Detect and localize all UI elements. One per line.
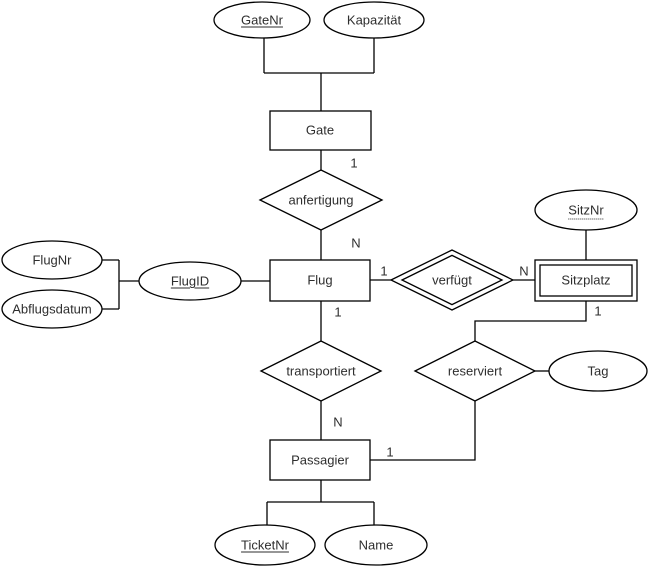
entity-passagier-label: Passagier [291,452,349,468]
cardinality-flug-transportiert: 1 [334,304,342,320]
attribute-tag[interactable] [548,350,648,392]
entity-gate-label: Gate [305,122,335,138]
attribute-abflugsdatum[interactable] [1,289,103,329]
attribute-flugnr[interactable] [1,240,103,280]
cardinality-anfertigung-flug: N [351,235,361,251]
primary-key-text: GateNr [241,12,283,28]
attribute-kapazitaet[interactable] [323,1,425,39]
relationship-verfuegt-label: verfügt [432,272,472,288]
relationship-reserviert[interactable] [413,340,537,402]
attribute-gatenr-label: GateNr [241,14,283,27]
edge-reserviert-passagier [370,401,476,461]
attribute-sitznr[interactable] [534,189,638,231]
cardinality-reserviert-passagier: 1 [386,444,394,460]
cardinality-verfuegt-sitzplatz: N [519,263,529,279]
primary-key-text: TicketNr [241,537,289,553]
primary-key-text: FlugID [170,273,210,289]
entity-flug[interactable] [269,259,371,302]
relationship-reserviert-label: reserviert [447,363,503,379]
identifying-relationship-verfuegt-inner-border [400,254,504,306]
attribute-name-label: Name [358,537,394,553]
weak-entity-sitzplatz-inner-border [539,264,633,297]
attribute-abflugsdatum-label: Abflugsdatum [12,301,92,317]
relationship-anfertigung[interactable] [258,169,384,231]
cardinality-gate-anfertigung: 1 [350,155,358,171]
entity-gate[interactable] [269,110,372,151]
relationship-transportiert-label: transportiert [286,363,356,379]
entity-flug-label: Flug [307,272,333,288]
relationship-anfertigung-label: anfertigung [288,192,354,208]
weak-entity-sitzplatz-label: Sitzplatz [561,272,611,288]
attribute-name[interactable] [324,524,428,566]
cardinality-flug-verfuegt: 1 [380,263,388,279]
edge-sitzplatz-reserviert [474,301,587,341]
attribute-ticketnr[interactable] [214,524,316,566]
attribute-sitznr-label: SitzNr [568,202,604,220]
attribute-ticketnr-label: TicketNr [241,539,289,552]
partial-key-text: SitzNr [568,202,604,220]
attribute-gatenr[interactable] [213,1,311,39]
attribute-flugid[interactable] [138,261,242,301]
attribute-kapazitaet-label: Kapazität [346,12,402,28]
attribute-flugid-label: FlugID [171,275,209,288]
relationship-transportiert[interactable] [259,340,383,402]
attribute-tag-label: Tag [587,363,609,379]
cardinality-sitzplatz-reserviert: 1 [594,303,602,319]
cardinality-transportiert-passagier: N [333,414,343,430]
entity-passagier[interactable] [269,439,371,481]
attribute-flugnr-label: FlugNr [32,252,72,268]
